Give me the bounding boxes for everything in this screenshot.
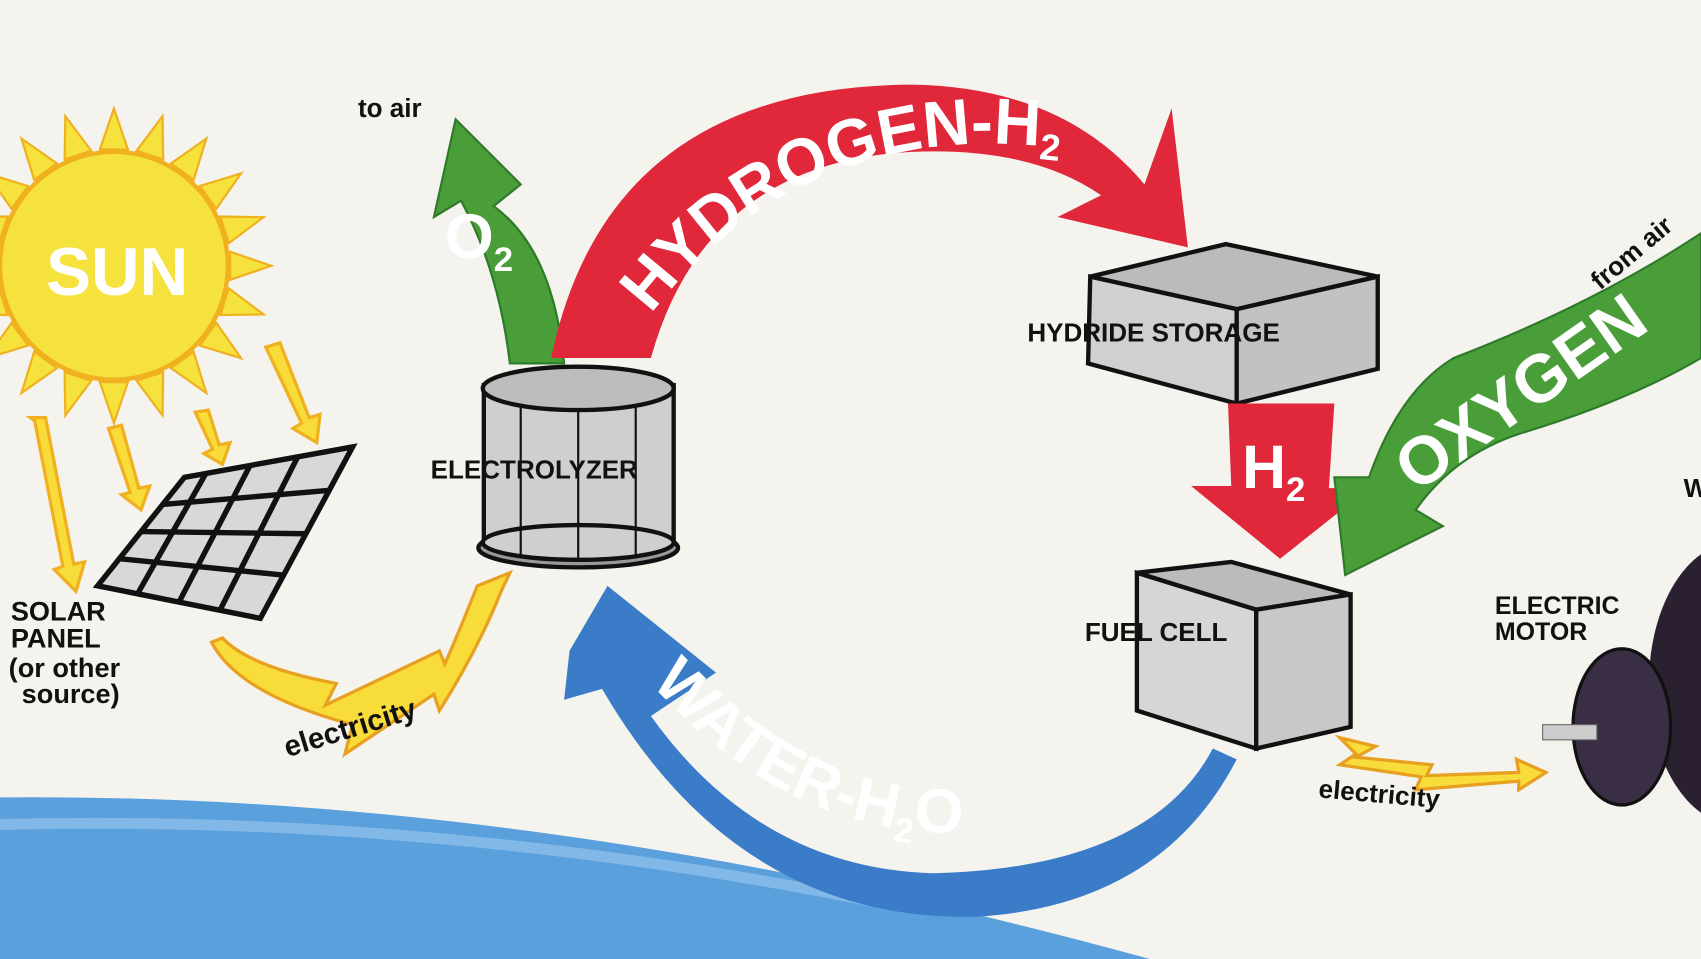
solar-panel (92, 443, 358, 622)
o2-label: O2 (445, 202, 513, 279)
solar-panel-label-2: PANEL (11, 623, 101, 654)
electric-motor (1542, 554, 1701, 813)
water-arrow (564, 585, 1237, 917)
oxygen-out-arrow (432, 117, 566, 365)
oxygen-in-arrow (1333, 231, 1701, 577)
sun-ray (0, 215, 10, 244)
hydrogen-arrow (551, 84, 1188, 358)
sunlight-arrows (25, 340, 322, 595)
solar-panel-label-3: (or other (9, 652, 121, 683)
electricity-arrow-right (1334, 734, 1550, 793)
partial-label: W (1684, 473, 1701, 503)
fuel-cell (1134, 559, 1353, 752)
electrolyzer-label: ELECTROLYZER (431, 454, 638, 484)
ocean (0, 797, 1150, 959)
sun-ray (19, 135, 59, 182)
h2-down-arrow (1191, 403, 1370, 559)
sun-ray (98, 105, 130, 151)
sun-ray (134, 112, 165, 161)
electricity-arrow-left (209, 569, 514, 758)
sun-ray (98, 381, 130, 427)
sun-label: SUN (46, 235, 188, 310)
sun-ray (19, 349, 59, 396)
sun-ray (63, 112, 94, 161)
h2-label: H2 (1242, 433, 1305, 509)
electrolyzer (476, 364, 681, 570)
sun-disc (0, 149, 230, 382)
hydride-storage (1085, 241, 1380, 407)
sun-ray (197, 171, 244, 211)
solar-panel-label-1: SOLAR (11, 596, 106, 627)
sun-ray (197, 320, 244, 361)
electric-motor-label-2: MOTOR (1495, 618, 1587, 646)
sun-ray (169, 349, 209, 396)
solar-panel-label-4: source) (22, 678, 120, 709)
sun-ray (169, 135, 209, 182)
fuel-cell-label: FUEL CELL (1085, 617, 1228, 647)
sun-ray (0, 176, 30, 211)
sun-ray (63, 370, 94, 419)
water-label: WATER-H2O (641, 645, 966, 852)
sun-ray (218, 286, 267, 317)
sun-ray (0, 288, 10, 317)
sun (0, 105, 275, 427)
sun-ray (134, 370, 165, 419)
ocean-highlight (0, 817, 869, 906)
sun-ray (229, 250, 275, 282)
sun-ray (218, 215, 267, 245)
electric-motor-label-1: ELECTRIC (1495, 592, 1620, 620)
to-air-label: to air (358, 93, 422, 123)
hydride-storage-label: HYDRIDE STORAGE (1027, 318, 1279, 348)
sun-ray (0, 320, 30, 356)
